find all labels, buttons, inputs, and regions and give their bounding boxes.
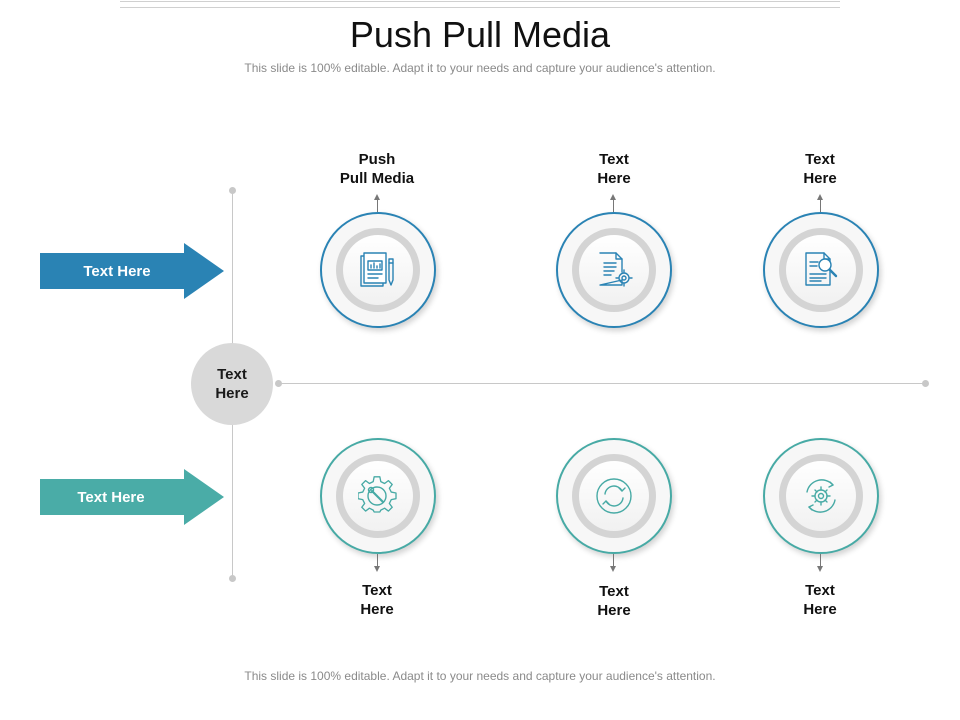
arrow-head — [374, 566, 380, 572]
arrow-head — [817, 566, 823, 572]
arrow-stem — [377, 200, 378, 212]
bottom-node-1[interactable] — [320, 438, 436, 554]
gear-wrench-icon — [358, 476, 397, 513]
hub-line1: Text — [217, 366, 247, 383]
pull-arrow[interactable]: Text Here — [40, 469, 224, 525]
arrow-head — [610, 194, 616, 200]
arrow-stem — [613, 554, 614, 566]
connector-end-dot — [229, 575, 236, 582]
arrow-stem — [613, 200, 614, 212]
arrow-stem — [377, 554, 378, 566]
refresh-arrows-icon — [596, 478, 632, 514]
top-node-3[interactable] — [763, 212, 879, 328]
arrow-stem — [820, 200, 821, 212]
arrow-head — [817, 194, 823, 200]
arrow-label: Text Here — [77, 488, 145, 506]
arrow-head — [374, 194, 380, 200]
document-gear-icon — [599, 252, 633, 287]
arrow-stem — [820, 554, 821, 566]
slide-subtitle-top: This slide is 100% editable. Adapt it to… — [244, 61, 716, 75]
hub-line2: Here — [215, 385, 249, 402]
slide-title: Push Pull Media — [349, 14, 611, 55]
connector-end-dot — [275, 380, 282, 387]
bottom-node-3[interactable] — [763, 438, 879, 554]
gear-cycle-icon — [806, 479, 836, 513]
document-chart-pen-icon — [360, 252, 394, 287]
slide-subtitle-bottom: This slide is 100% editable. Adapt it to… — [244, 669, 716, 683]
document-magnifier-icon — [805, 252, 838, 286]
arrow-head — [610, 566, 616, 572]
bottom-node-2[interactable] — [556, 438, 672, 554]
connector-end-dot — [922, 380, 929, 387]
node-inner — [786, 461, 856, 531]
push-arrow[interactable]: Text Here — [40, 243, 224, 299]
top-divider — [120, 1, 840, 8]
horizontal-connector — [278, 383, 925, 384]
node-inner — [579, 235, 649, 305]
top-node-2[interactable] — [556, 212, 672, 328]
arrow-shape — [40, 243, 224, 299]
connector-end-dot — [229, 187, 236, 194]
arrow-label: Text Here — [83, 262, 151, 280]
top-node-1[interactable] — [320, 212, 436, 328]
arrow-shape — [40, 469, 224, 525]
node-inner — [579, 461, 649, 531]
